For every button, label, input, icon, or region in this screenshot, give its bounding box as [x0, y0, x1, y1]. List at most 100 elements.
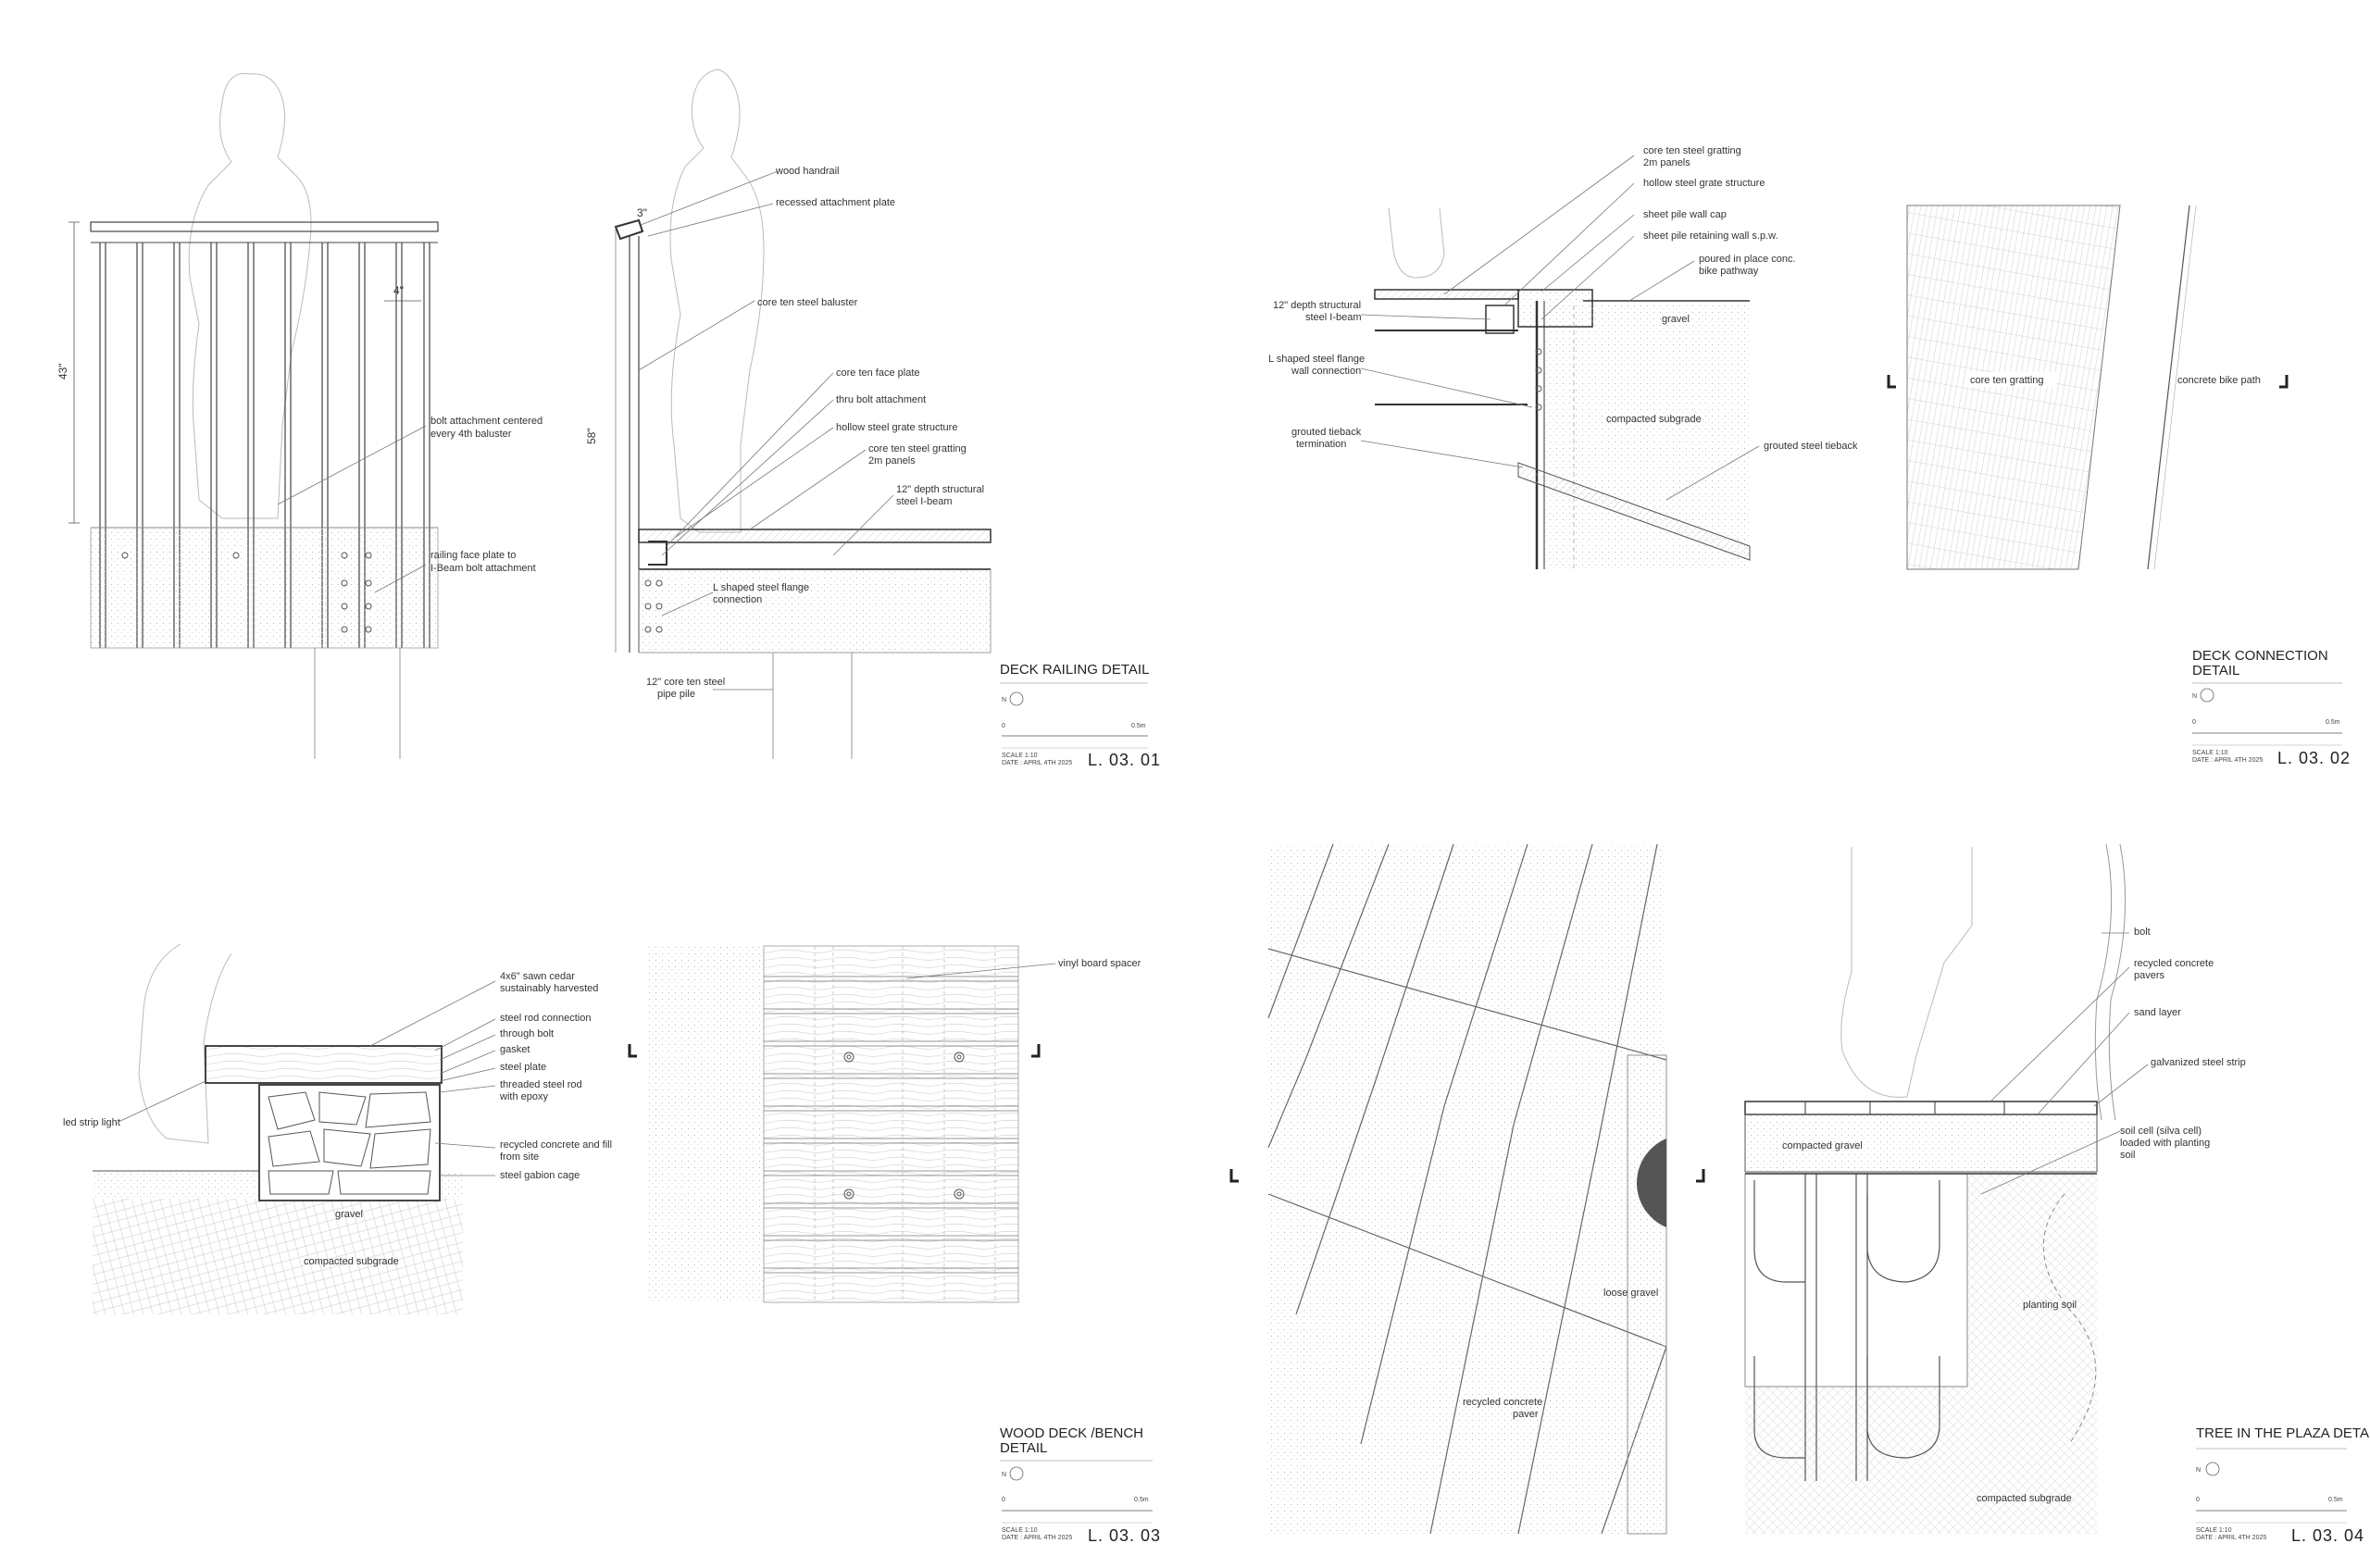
label-hollow: hollow steel grate structure	[836, 422, 957, 433]
north-label-3: N	[1002, 1472, 1006, 1478]
label-face-plate: railing face plate to	[430, 550, 516, 561]
label-paver: recycled concrete	[1463, 1397, 1542, 1408]
human-seated	[138, 943, 232, 1144]
label-ibeam-2: steel I-beam	[896, 496, 953, 507]
label-rod: steel rod connection	[500, 1013, 591, 1024]
scalebar-end-3: 0.5m	[1134, 1497, 1149, 1503]
label-gasket: gasket	[500, 1044, 530, 1055]
north-label-2: N	[2192, 693, 2197, 700]
date-tree: DATE : APRIL 4TH 2025	[2196, 1535, 2266, 1541]
label-thru-bolt: thru bolt attachment	[836, 394, 926, 405]
label-cgravel: compacted gravel	[1782, 1140, 1863, 1151]
label-conn-hollow: hollow steel grate structure	[1643, 178, 1765, 189]
human-foot	[1388, 207, 1445, 279]
code-tree: L. 03. 04	[2291, 1526, 2364, 1545]
label-face-plate-2: I-Beam bolt attachment	[430, 563, 536, 574]
label-conn-flange-2: wall connection	[1291, 366, 1361, 377]
bench-plan: vinyl board spacer	[628, 945, 1141, 1303]
label-bench-gravel: gravel	[335, 1209, 363, 1220]
scalebar-start: 0	[1002, 723, 1005, 729]
label-face-plate-s: core ten face plate	[836, 367, 920, 379]
label-fill: recycled concrete and fill	[500, 1139, 612, 1151]
tree-section: bolt recycled concrete pavers sand layer…	[1744, 843, 2246, 1535]
north-arrow-icon-2	[2200, 688, 2214, 703]
label-bolt-attach: bolt attachment centered	[430, 416, 543, 427]
label-conn-gravel: gravel	[1662, 314, 1690, 325]
tree-trunk-shape	[1637, 1139, 1666, 1227]
north-arrow-icon	[1009, 691, 1024, 706]
label-conn-gratting-2: 2m panels	[1643, 157, 1690, 168]
label-cage: steel gabion cage	[500, 1170, 580, 1181]
scalebar-end-2: 0.5m	[2326, 719, 2340, 726]
title-tree: TREE IN THE PLAZA DETAIL	[2196, 1425, 2370, 1441]
label-gratting-2: 2m panels	[868, 455, 916, 467]
label-led: led strip light	[63, 1117, 120, 1128]
scalebar-start-3: 0	[1002, 1497, 1005, 1503]
north-arrow-icon-3	[1009, 1466, 1024, 1481]
label-threaded-2: with epoxy	[499, 1091, 548, 1102]
label-ibeam: 12" depth structural	[896, 484, 984, 495]
label-term: grouted tieback	[1291, 427, 1362, 438]
dim-spacing: 4"	[393, 284, 404, 297]
title-block-connection: DECK CONNECTION DETAIL N 0 0.5m SCALE 1:…	[2192, 648, 2350, 767]
scalebar-start-4: 0	[2196, 1497, 2200, 1503]
human-silhouette-section	[669, 68, 765, 533]
label-retain: sheet pile retaining wall s.p.w.	[1643, 230, 1778, 242]
scale-connection: SCALE 1:10	[2192, 750, 2228, 756]
scale-tree: SCALE 1:10	[2196, 1527, 2232, 1534]
date-connection: DATE : APRIL 4TH 2025	[2192, 757, 2263, 764]
north-arrow-icon-4	[2205, 1462, 2220, 1476]
label-sand: sand layer	[2134, 1007, 2181, 1018]
label-loose: loose gravel	[1603, 1288, 1658, 1299]
title-block-railing: DECK RAILING DETAIL N 0 0.5m SCALE 1:10 …	[1000, 662, 1161, 769]
railing-elevation: 43" 4" bolt attachment centered every 4t…	[56, 72, 543, 759]
label-conn-ibeam-2: steel I-beam	[1305, 312, 1362, 323]
scalebar-end-4: 0.5m	[2328, 1497, 2343, 1503]
label-pipe: 12" core ten steel	[646, 677, 725, 688]
label-through: through bolt	[500, 1028, 554, 1039]
code-bench: L. 03. 03	[1088, 1526, 1161, 1545]
label-conn-subgrade: compacted subgrade	[1606, 414, 1702, 425]
railing-section: 58" 3" wood handrail recessed attachment…	[585, 68, 992, 759]
label-term-2: termination	[1296, 439, 1346, 450]
dim-top: 3"	[637, 206, 647, 219]
scale-bench: SCALE 1:10	[1002, 1527, 1038, 1534]
label-planting: planting soil	[2023, 1300, 2077, 1311]
label-baluster: core ten steel baluster	[757, 297, 858, 308]
label-paver-2: paver	[1513, 1409, 1539, 1420]
title-bench-2: DETAIL	[1000, 1440, 1047, 1456]
north-label-4: N	[2196, 1467, 2201, 1474]
label-spacer: vinyl board spacer	[1058, 958, 1141, 969]
date-bench: DATE : APRIL 4TH 2025	[1002, 1535, 1072, 1541]
label-cedar-2: sustainably harvested	[500, 983, 598, 994]
label-gratting: core ten steel gratting	[868, 443, 967, 454]
label-cell-3: soil	[2120, 1150, 2136, 1161]
bench-section: 4x6" sawn cedar sustainably harvested st…	[63, 943, 612, 1314]
label-poured-2: bike pathway	[1699, 266, 1759, 277]
title-connection: DECK CONNECTION	[2192, 648, 2328, 664]
label-pavers: recycled concrete	[2134, 958, 2214, 969]
label-cell: soil cell (silva cell)	[2120, 1126, 2202, 1137]
label-poured: poured in place conc.	[1699, 254, 1796, 265]
label-bolt: bolt	[2134, 927, 2151, 938]
label-strip: galvanized steel strip	[2151, 1057, 2246, 1068]
scalebar-end: 0.5m	[1131, 723, 1146, 729]
code-railing: L. 03. 01	[1088, 751, 1161, 769]
label-tree-subgrade: compacted subgrade	[1977, 1493, 2072, 1504]
label-cedar: 4x6" sawn cedar	[500, 971, 575, 982]
north-label: N	[1002, 697, 1006, 703]
human-legs	[1840, 847, 1973, 1098]
tree-plan: loose gravel recycled concrete paver	[1229, 843, 1705, 1535]
title-railing: DECK RAILING DETAIL	[1000, 662, 1149, 678]
dim-height: 43"	[56, 363, 69, 380]
title-block-tree: TREE IN THE PLAZA DETAIL N 0 0.5m SCALE …	[2196, 1425, 2370, 1545]
human-silhouette	[188, 72, 312, 519]
label-pavers-2: pavers	[2134, 970, 2165, 981]
label-cap: sheet pile wall cap	[1643, 209, 1727, 220]
label-pipe-2: pipe pile	[657, 689, 695, 700]
label-conn-ibeam: 12" depth structural	[1273, 300, 1361, 311]
title-bench: WOOD DECK /BENCH	[1000, 1425, 1143, 1441]
label-threaded: threaded steel rod	[500, 1079, 582, 1090]
scalebar-start-2: 0	[2192, 719, 2196, 726]
